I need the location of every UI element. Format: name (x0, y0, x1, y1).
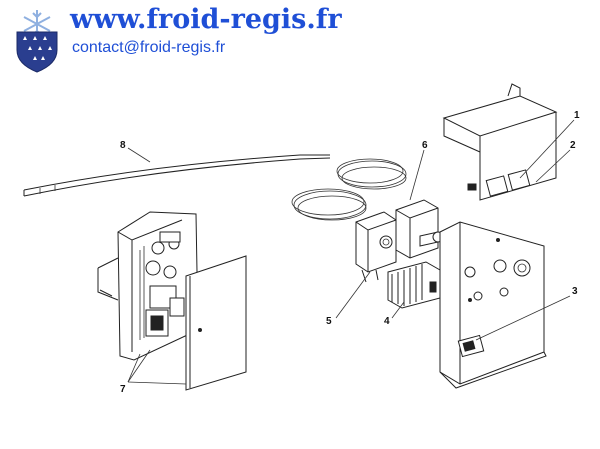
callout-7: 7 (120, 384, 126, 395)
callout-5: 5 (326, 316, 332, 327)
callout-6: 6 (422, 140, 428, 151)
callout-8: 8 (120, 140, 126, 151)
callout-2: 2 (570, 140, 576, 151)
thermostat-part-5 (291, 188, 397, 283)
thermostat-part-6 (336, 158, 444, 259)
terminal-block-part-4 (387, 261, 441, 309)
site-title[interactable]: www.froid-regis.fr (70, 4, 342, 35)
callout-leaders (127, 119, 575, 385)
capillary-tube-part-8 (23, 154, 331, 197)
control-box-part-7 (97, 211, 247, 391)
callout-1: 1 (574, 110, 580, 121)
contact-email[interactable]: contact@froid-regis.fr (72, 39, 226, 56)
mounting-bracket (439, 83, 558, 389)
snowflake-shield-logo (16, 10, 58, 73)
callout-3: 3 (572, 286, 578, 297)
callout-4: 4 (384, 316, 390, 327)
